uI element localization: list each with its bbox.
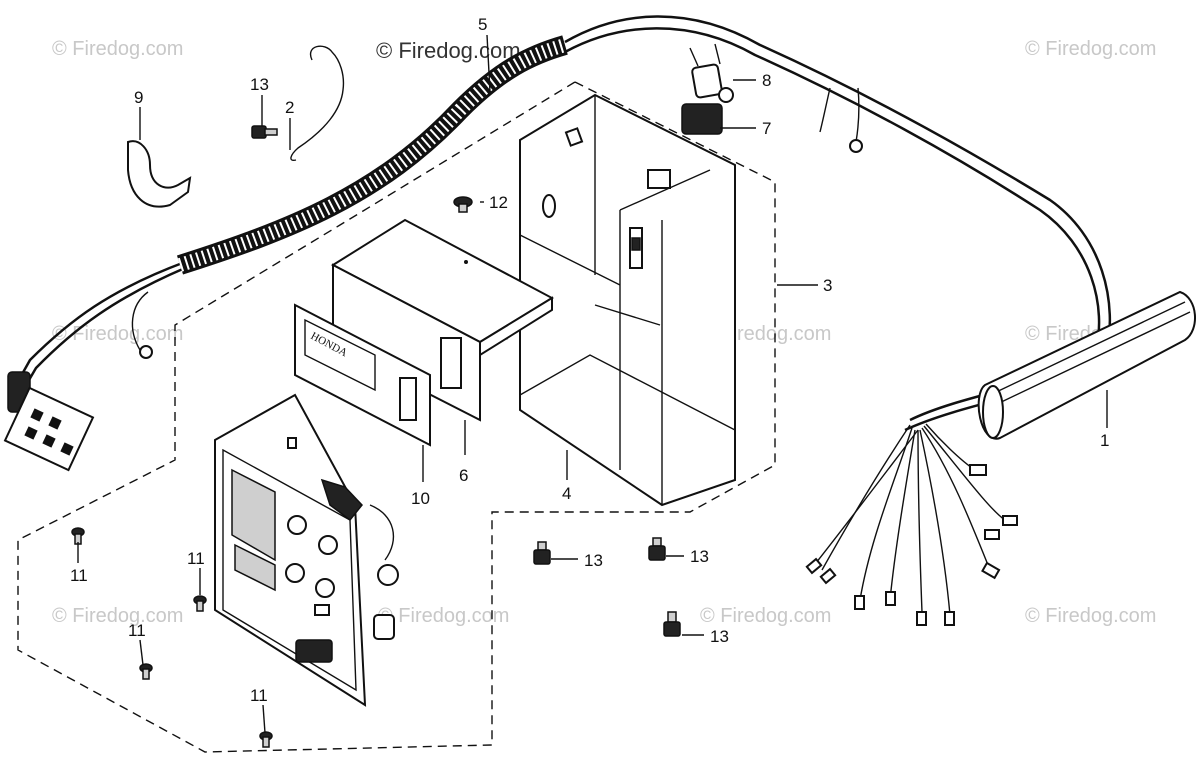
panel-outlet (295, 639, 333, 663)
callout-13: 13 (690, 547, 709, 566)
callout-13: 13 (584, 551, 603, 570)
callout-1: 1 (1100, 431, 1109, 450)
callout-11: 11 (128, 621, 146, 640)
harness-sleeve (977, 290, 1197, 440)
watermark: © Firedog.com (376, 38, 521, 63)
watermark: © Firedog.com (52, 605, 183, 627)
callout-13: 13 (250, 75, 269, 94)
callout-7: 7 (762, 119, 771, 138)
relay-connector (689, 43, 734, 103)
assembly-boundary (17, 81, 776, 753)
screw (453, 196, 473, 213)
leader-lines (77, 34, 1108, 734)
watermark: © Firedog.com (700, 605, 831, 627)
bolt (71, 527, 85, 545)
callout-10: 10 (411, 489, 430, 508)
wire-terminal (944, 611, 955, 626)
watermark: © Firedog.com (52, 323, 183, 345)
bolt (663, 611, 681, 637)
callout-3: 3 (823, 276, 832, 295)
wire-terminal (916, 611, 927, 626)
panel-knob (287, 515, 307, 535)
watermark: © Firedog.com (378, 605, 509, 627)
bolt (139, 663, 153, 680)
control-box-frame (519, 93, 736, 507)
callout-12: 12 (489, 193, 508, 212)
nameplate: HONDA (294, 303, 431, 447)
bolt (533, 541, 551, 565)
callout-11: 11 (187, 549, 205, 568)
harness-connector (3, 371, 95, 472)
panel-switch (314, 604, 330, 616)
callout-4: 4 (562, 484, 571, 503)
ring-terminal (139, 345, 153, 359)
relay (681, 103, 723, 135)
wire-terminal (854, 595, 865, 610)
callout-5: 5 (478, 15, 487, 34)
bolt (251, 125, 278, 139)
callout-11: 11 (70, 566, 88, 585)
wire-terminal (981, 561, 1001, 580)
wire-terminal (805, 557, 823, 575)
wire-terminal (819, 567, 837, 585)
callout-13: 13 (710, 627, 729, 646)
callouts: 1 2 3 4 5 6 7 8 9 10 11 11 11 11 12 13 1… (70, 15, 1109, 705)
panel-knob (318, 535, 338, 555)
wire-terminal (1002, 515, 1018, 526)
watermark: © Firedog.com (1025, 38, 1156, 60)
panel-knob (315, 578, 335, 598)
callout-9: 9 (134, 88, 143, 107)
harness-clamp (127, 140, 192, 208)
corrugated-tube (176, 35, 568, 275)
callout-6: 6 (459, 466, 468, 485)
panel-knob (285, 563, 305, 583)
bolt (648, 537, 666, 561)
control-cover (330, 218, 555, 422)
wire-terminal (984, 529, 1000, 540)
callout-8: 8 (762, 71, 771, 90)
ring-terminal (849, 139, 863, 153)
watermark: © Firedog.com (1025, 605, 1156, 627)
bolt (193, 595, 207, 612)
spring-clip (290, 45, 345, 162)
watermark: © Firedog.com (52, 38, 183, 60)
bolt (259, 731, 273, 748)
wire-terminal (969, 464, 987, 476)
control-panel (214, 393, 399, 707)
callout-11: 11 (250, 686, 268, 705)
callout-2: 2 (285, 98, 294, 117)
wire-terminal (885, 591, 896, 606)
